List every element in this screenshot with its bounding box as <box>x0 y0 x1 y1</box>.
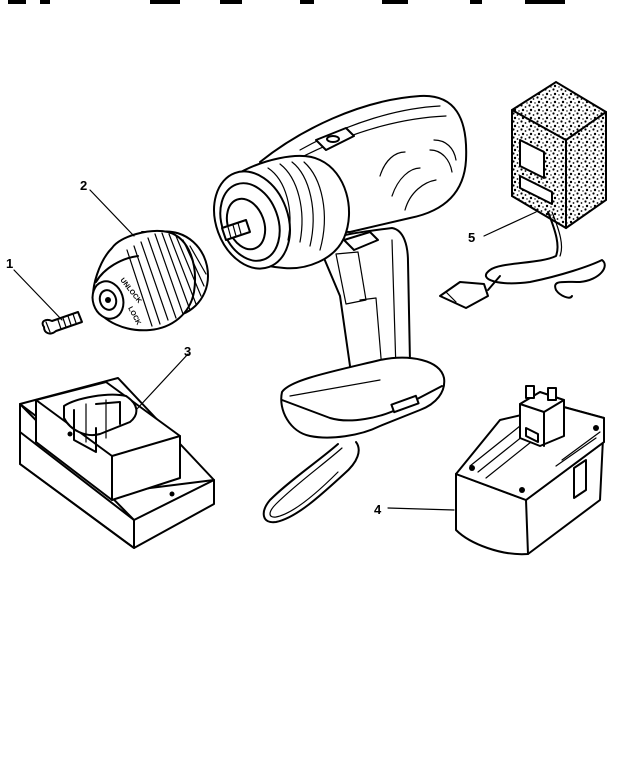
callout-1: 1 <box>6 256 13 271</box>
top-edge-marks <box>8 0 565 4</box>
callout-5: 5 <box>468 230 475 245</box>
charger-base-part <box>19 377 215 549</box>
drill-body <box>213 94 468 524</box>
callout-leaders <box>13 189 537 511</box>
screw-part <box>41 311 83 335</box>
callout-3: 3 <box>184 344 191 359</box>
callout-2: 2 <box>80 178 87 193</box>
battery-pack-part <box>455 385 605 556</box>
callout-labels: 1 2 3 4 5 <box>6 178 475 517</box>
chuck-part: UNLOCK LOCK <box>91 230 209 332</box>
callout-4: 4 <box>374 502 382 517</box>
wall-transformer-part <box>439 80 607 309</box>
